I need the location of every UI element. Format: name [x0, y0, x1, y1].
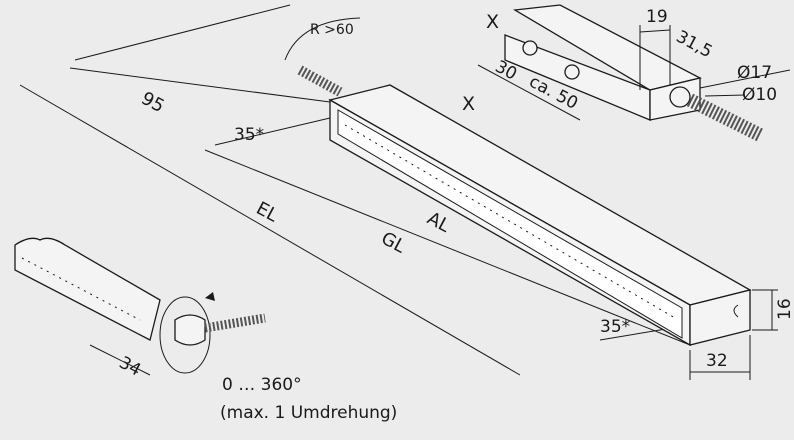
radius-label: R >60	[310, 22, 354, 38]
dim-31-5: 31,5	[673, 27, 716, 62]
dim-95: 95	[138, 88, 168, 117]
dim-16: 16	[775, 298, 794, 320]
dim-35-right: 35*	[600, 317, 630, 337]
dim-32: 32	[706, 351, 728, 371]
dim-35-left: 35*	[234, 125, 264, 145]
hose-connector	[297, 65, 343, 97]
dim-34: 34	[116, 353, 144, 381]
dia-17: Ø17	[737, 63, 772, 83]
dia-10: Ø10	[742, 85, 777, 105]
detail-marker-main: X	[462, 93, 475, 115]
rotation-note: (max. 1 Umdrehung)	[220, 403, 397, 423]
end-piece	[14, 237, 266, 374]
dimension-lines	[19, 4, 778, 380]
detail-x	[477, 4, 791, 142]
al-label: AL	[424, 208, 454, 237]
detail-marker-top: X	[486, 11, 499, 33]
dim-19: 19	[646, 7, 668, 27]
gl-label: GL	[378, 228, 409, 258]
profile-bar	[328, 84, 752, 347]
rotation-label: 0 … 360°	[222, 375, 302, 395]
